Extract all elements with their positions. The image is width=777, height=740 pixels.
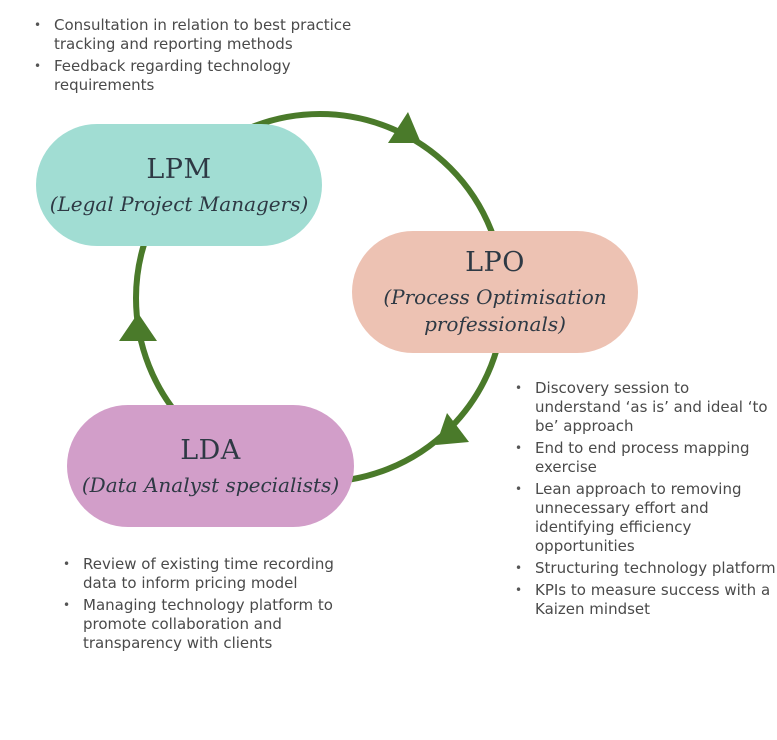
bullet-item: End to end process mapping exercise (515, 439, 777, 477)
bullet-item: Feedback regarding technology requiremen… (34, 57, 364, 95)
node-lpm-abbr: LPM (146, 153, 212, 185)
bullet-item: Lean approach to removing unnecessary ef… (515, 480, 777, 556)
lda-bullet-list: Review of existing time recording data t… (63, 555, 343, 656)
lpo-bullet-list: Discovery session to understand ‘as is’ … (515, 379, 777, 622)
bullet-item: Managing technology platform to promote … (63, 596, 343, 653)
bullet-item: Review of existing time recording data t… (63, 555, 343, 593)
lpm-bullet-list: Consultation in relation to best practic… (34, 16, 364, 98)
bullet-item: Consultation in relation to best practic… (34, 16, 364, 54)
bullet-item: Discovery session to understand ‘as is’ … (515, 379, 777, 436)
bullet-item: KPIs to measure success with a Kaizen mi… (515, 581, 777, 619)
node-lpo: LPO (Process Optimisation professionals) (352, 231, 638, 353)
arrow-lpo-to-lda-icon (436, 413, 469, 445)
arrow-lda-to-lpm-icon (119, 313, 157, 341)
node-lpm-full-name: (Legal Project Managers) (49, 191, 309, 216)
node-lpo-abbr: LPO (465, 247, 525, 278)
bullet-item: Structuring technology platform (515, 559, 777, 578)
node-lda-abbr: LDA (180, 434, 241, 466)
node-lda: LDA (Data Analyst specialists) (67, 405, 354, 527)
node-lpo-full-name: (Process Optimisation professionals) (383, 285, 607, 336)
node-lpm: LPM (Legal Project Managers) (36, 124, 322, 246)
arrow-lpm-to-lpo-icon (388, 112, 421, 143)
node-lda-full-name: (Data Analyst specialists) (81, 472, 340, 497)
